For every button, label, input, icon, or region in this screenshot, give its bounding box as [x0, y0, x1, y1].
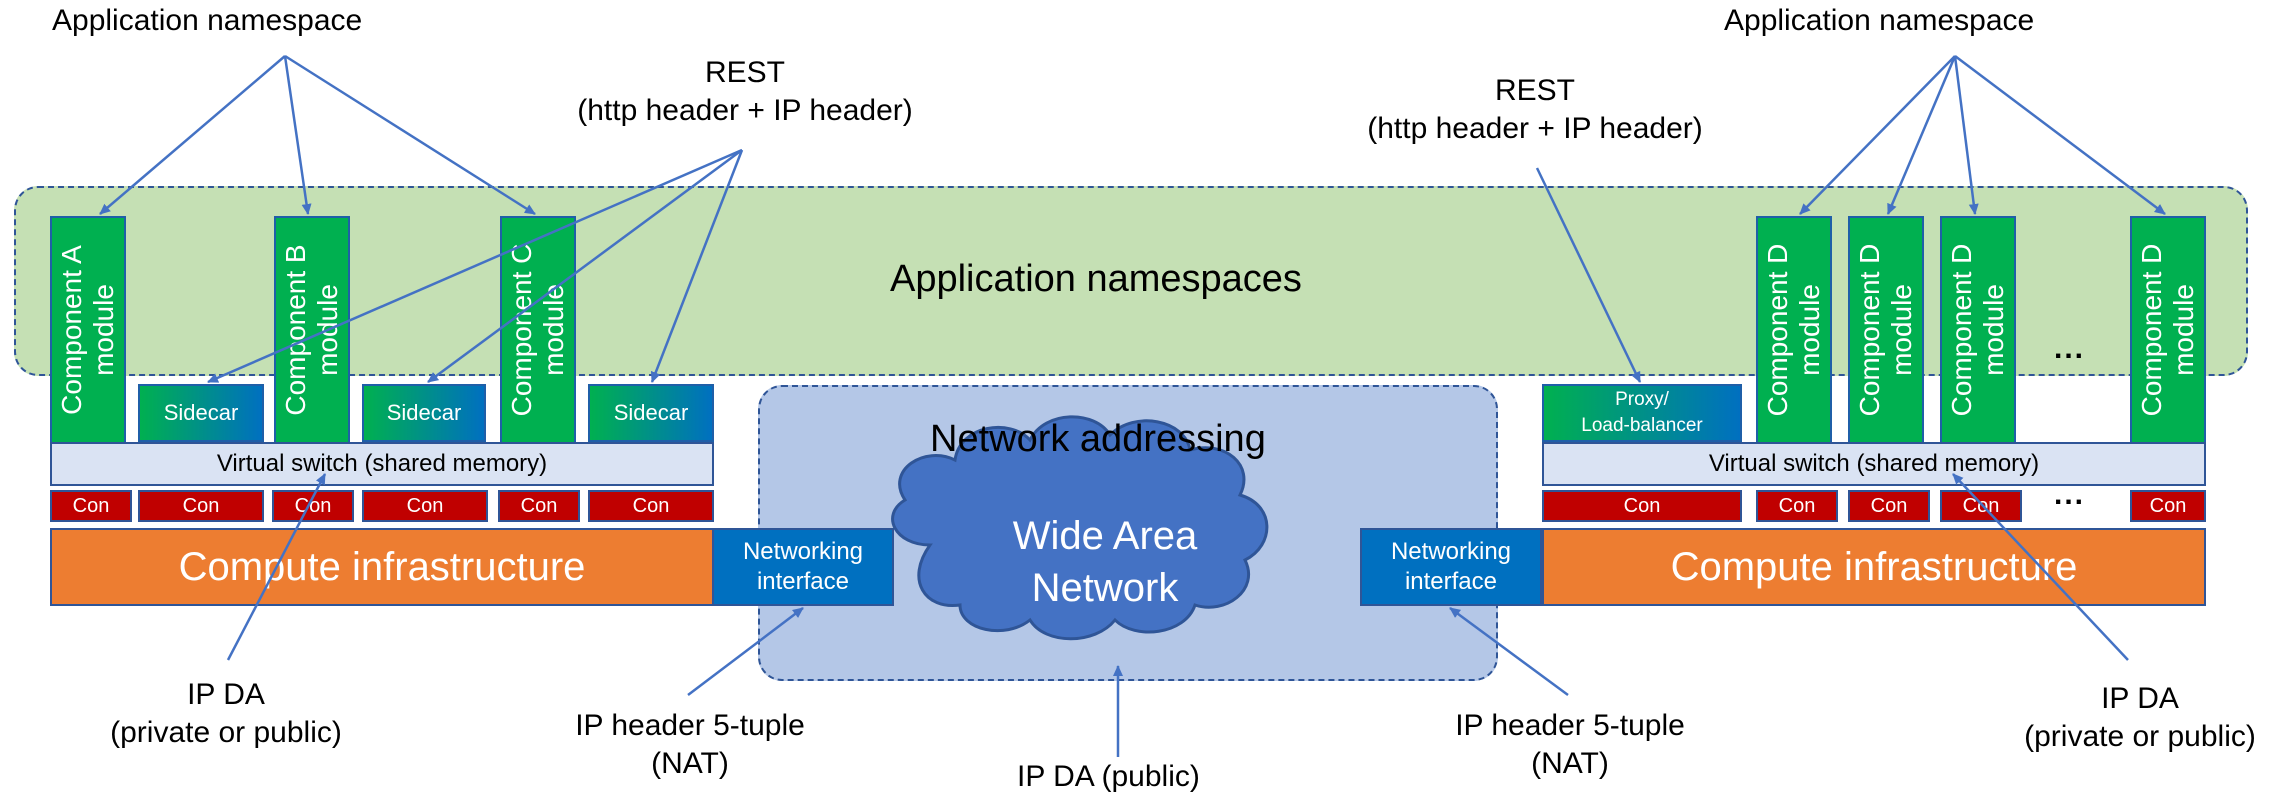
application-namespaces-title: Application namespaces [890, 258, 1302, 300]
component-b-module: Component B module [274, 216, 350, 444]
con-right-5: Con [2130, 490, 2206, 522]
con-right-1: Con [1542, 490, 1742, 522]
proxy-load-balancer: Proxy/ Load-balancer [1542, 384, 1742, 442]
ip-5tuple-label-right: IP header 5-tuple (NAT) [1455, 709, 1685, 781]
rest-label-right: REST (http header + IP header) [1367, 74, 1703, 146]
sidecar-b: Sidecar [362, 384, 486, 442]
virtual-switch-left: Virtual switch (shared memory) [50, 442, 714, 486]
con-left-4: Con [362, 490, 488, 522]
cons-ellipsis: ... [2054, 478, 2086, 511]
sidecar-a: Sidecar [138, 384, 264, 442]
con-right-4: Con [1940, 490, 2022, 522]
ip-da-label-right: IP DA (private or public) [2024, 682, 2256, 754]
ip-5tuple-label-left: IP header 5-tuple (NAT) [575, 709, 805, 781]
component-d-module-3: Component D module [1940, 216, 2016, 444]
virtual-switch-right: Virtual switch (shared memory) [1542, 442, 2206, 486]
app-namespace-label-right: Application namespace [1724, 4, 2035, 37]
component-d-module-4: Component D module [2130, 216, 2206, 444]
component-c-module: Component C module [500, 216, 576, 444]
con-left-1: Con [50, 490, 132, 522]
rest-label-left: REST (http header + IP header) [577, 56, 913, 128]
network-addressing-title: Network addressing [930, 418, 1266, 460]
wan-label: Wide Area Network [1012, 514, 1198, 610]
con-left-3: Con [272, 490, 354, 522]
con-left-6: Con [588, 490, 714, 522]
ip-da-label-left: IP DA (private or public) [110, 678, 342, 750]
modules-ellipsis: ... [2054, 332, 2086, 365]
compute-infrastructure-right: Compute infrastructure [1542, 528, 2206, 606]
ip-da-public-label: IP DA (public) [1017, 760, 1200, 793]
networking-interface-right: Networking interface [1360, 528, 1542, 606]
networking-interface-left: Networking interface [712, 528, 894, 606]
sidecar-c: Sidecar [588, 384, 714, 442]
component-a-module: Component A module [50, 216, 126, 444]
app-namespace-label-left: Application namespace [52, 4, 363, 37]
con-right-2: Con [1756, 490, 1838, 522]
component-d-module-2: Component D module [1848, 216, 1924, 444]
compute-infrastructure-left: Compute infrastructure [50, 528, 714, 606]
con-left-2: Con [138, 490, 264, 522]
component-d-module-1: Component D module [1756, 216, 1832, 444]
con-right-3: Con [1848, 490, 1930, 522]
con-left-5: Con [498, 490, 580, 522]
